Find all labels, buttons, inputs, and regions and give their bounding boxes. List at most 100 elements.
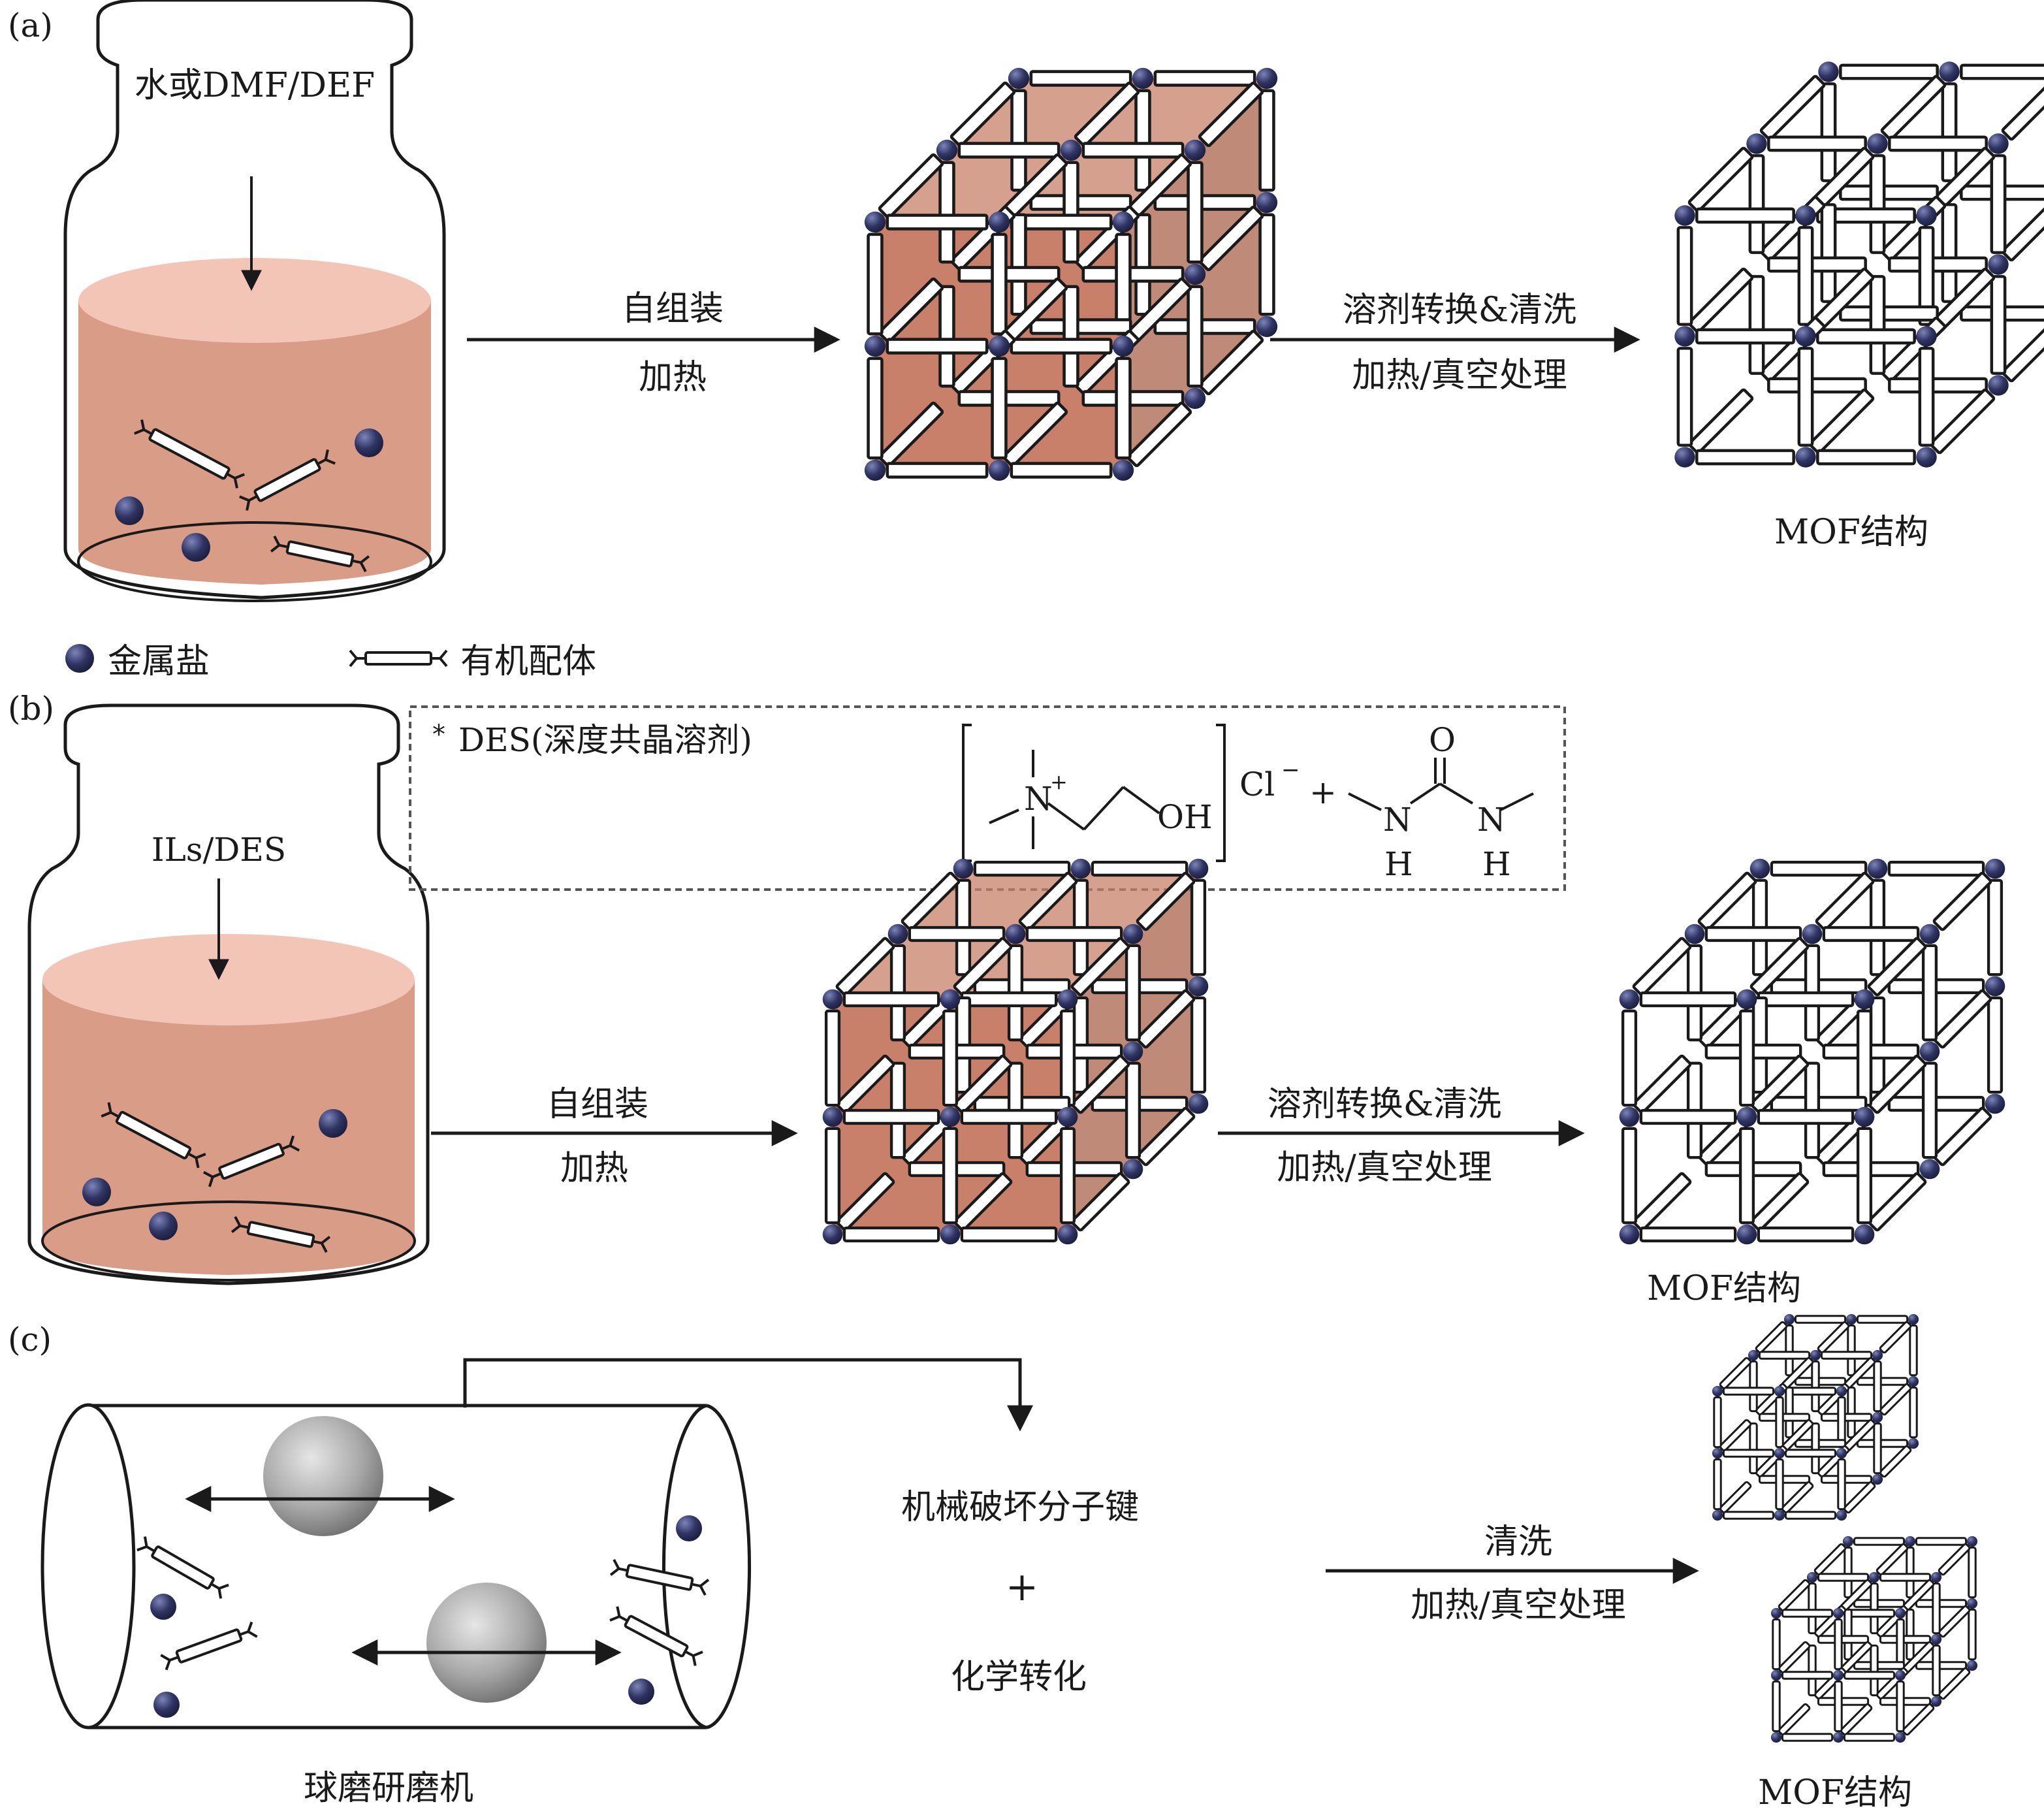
linker-strut xyxy=(1847,1386,1856,1439)
linker-strut xyxy=(1632,937,1692,997)
chem-cl-charge: − xyxy=(1281,757,1300,783)
linker-strut xyxy=(1781,1671,1834,1680)
linker-strut xyxy=(1932,989,1992,1049)
mof-cube-filled-b xyxy=(822,858,1209,1245)
legend-metal-icon xyxy=(65,644,94,673)
linker-strut xyxy=(1929,388,1996,455)
linker-strut xyxy=(1125,1061,1142,1159)
metal-node xyxy=(1774,1509,1785,1521)
metal-node xyxy=(1748,1349,1759,1361)
linker-strut xyxy=(1010,462,1113,479)
metal-node xyxy=(1894,1731,1906,1743)
linker-strut xyxy=(1840,1703,1873,1736)
linker-strut xyxy=(1853,1537,1906,1546)
mof-cube-small-2 xyxy=(1770,1536,1978,1743)
chem-label: 化学转化 xyxy=(951,1658,1087,1697)
ball-mill xyxy=(40,1403,752,1730)
linker-strut xyxy=(1879,1635,1932,1644)
linker-strut xyxy=(1844,1546,1853,1599)
linker-strut xyxy=(867,357,884,460)
ligand-icon xyxy=(609,1606,703,1666)
linker-strut xyxy=(1820,1475,1873,1484)
metal-salt-icon xyxy=(628,1679,654,1705)
linker-strut xyxy=(1784,1511,1837,1520)
linker-strut xyxy=(1695,328,1795,345)
panel-b: (b) ILs/DES * DES(深度共晶溶剂) N + OH Cl xyxy=(8,690,2005,1308)
solvent-label-b: ILs/DES xyxy=(152,831,286,869)
linker-strut xyxy=(1834,1680,1843,1733)
linker-strut xyxy=(1136,989,1196,1049)
linker-strut xyxy=(1081,142,1185,159)
linker-strut xyxy=(1772,1680,1781,1733)
linker-strut xyxy=(1867,937,1927,997)
linker-strut xyxy=(1921,944,1938,1042)
metal-node xyxy=(940,1106,961,1127)
linker-strut xyxy=(878,401,944,468)
metal-node xyxy=(1674,326,1695,347)
metal-node xyxy=(1818,61,1839,82)
metal-node xyxy=(1904,1536,1916,1547)
linker-strut xyxy=(1713,1458,1722,1511)
linker-strut xyxy=(1695,207,1795,224)
metal-node xyxy=(1712,1385,1723,1397)
metal-node xyxy=(1854,989,1875,1010)
linker-strut xyxy=(1198,205,1264,272)
metal-node xyxy=(822,989,843,1010)
linker-strut xyxy=(1062,285,1079,388)
metal-node xyxy=(1770,1607,1782,1619)
product-label-b: MOF结构 xyxy=(1647,1269,1801,1308)
linker-strut xyxy=(957,390,1061,407)
metal-node xyxy=(1908,1376,1919,1387)
metal-node xyxy=(1184,139,1206,161)
linker-strut xyxy=(1081,390,1185,407)
mill-right-cap-back xyxy=(662,1404,707,1730)
metal-node xyxy=(1619,1224,1640,1245)
linker-strut xyxy=(1190,996,1207,1094)
mof-cube-empty-a xyxy=(1674,61,2044,468)
metal-node xyxy=(1184,263,1206,285)
metal-salt-icon xyxy=(182,533,210,562)
linker-strut xyxy=(1853,1661,1906,1670)
chem-plus: + xyxy=(1309,773,1337,811)
linker-strut xyxy=(1010,89,1027,192)
metal-node xyxy=(1867,133,1888,154)
linker-strut xyxy=(1817,1635,1870,1644)
metal-node xyxy=(1795,447,1816,468)
linker-strut xyxy=(1153,318,1256,335)
metal-node xyxy=(1806,1571,1818,1583)
urea-methyl-left xyxy=(1348,792,1382,811)
ligand-icon xyxy=(231,1215,331,1253)
metal-node xyxy=(1872,1473,1883,1485)
linker-strut xyxy=(1834,1618,1843,1671)
metal-node xyxy=(1836,1509,1847,1521)
linker-strut xyxy=(1719,1481,1752,1514)
linker-strut xyxy=(1126,401,1192,468)
grinding-ball-1 xyxy=(263,1416,383,1536)
linker-strut xyxy=(1909,1324,1918,1377)
linker-strut xyxy=(1938,1667,1971,1700)
linker-strut xyxy=(1918,226,1935,326)
step2-bottom-a: 加热/真空处理 xyxy=(1352,356,1567,395)
linker-strut xyxy=(1880,195,1947,262)
metal-node xyxy=(1939,61,1960,82)
metal-node xyxy=(1842,1536,1854,1547)
solvent-label-a: 水或DMF/DEF xyxy=(135,66,375,105)
urea-bond-left xyxy=(1409,782,1441,805)
metal-node xyxy=(1985,858,2005,879)
linker-strut xyxy=(1621,1127,1638,1225)
linker-strut xyxy=(1909,1386,1918,1439)
linker-strut xyxy=(1853,1599,1906,1608)
linker-strut xyxy=(1879,1445,1912,1478)
linker-strut xyxy=(1136,871,1196,931)
metal-node xyxy=(887,924,908,944)
linker-strut xyxy=(1888,256,1988,273)
linker-strut xyxy=(1010,213,1027,316)
linker-strut xyxy=(1856,1315,1909,1324)
linker-strut xyxy=(957,266,1061,283)
legend-ligand-label: 有机配体 xyxy=(460,642,596,681)
linker-strut xyxy=(842,1108,940,1125)
ligand-icon xyxy=(134,419,245,489)
panel-a: (a) 水或DMF/DEF 自组装 加热 溶剂转换&清洗 加热/真空处理 MOF… xyxy=(8,0,2044,602)
metal-node xyxy=(1966,1660,1978,1671)
metal-node xyxy=(1985,976,2005,997)
